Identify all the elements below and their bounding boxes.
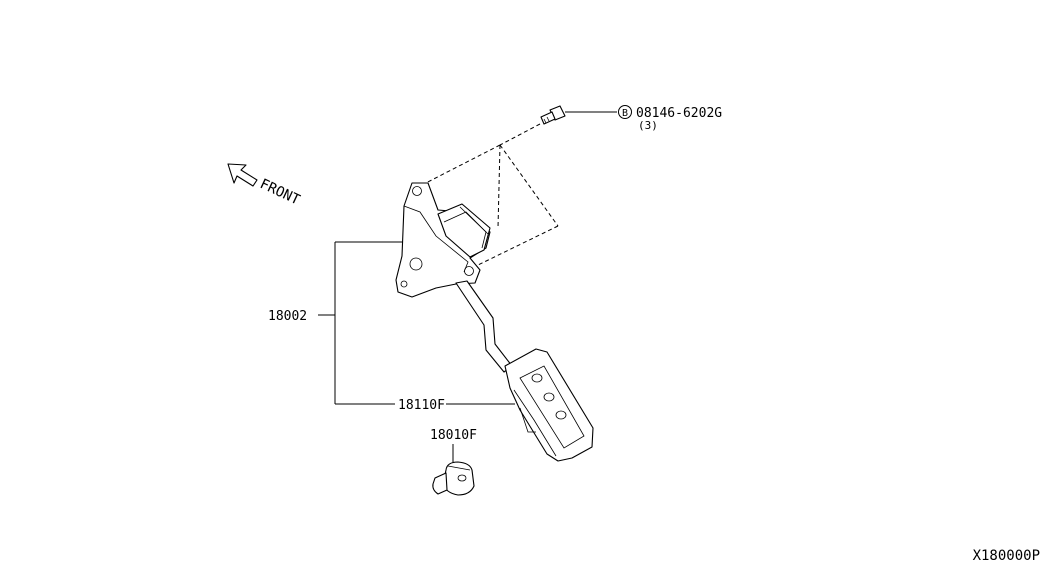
assembly-part-number: 18002 xyxy=(268,309,307,324)
diagram-id: X180000P xyxy=(973,548,1040,564)
stopper-part: 18010F xyxy=(430,428,477,496)
pedal-pad xyxy=(504,348,594,462)
bolt-symbol-circle xyxy=(618,105,632,119)
stopper-part-number: 18010F xyxy=(430,428,477,443)
accelerator-pedal-assembly xyxy=(395,182,594,462)
bolt-symbol: B xyxy=(622,108,628,119)
callout-assembly: 18002 xyxy=(268,241,402,405)
pedal-arm-part-number: 18110F xyxy=(398,398,445,413)
bolt-part-number: 08146-6202G xyxy=(636,106,722,121)
pedal-arm xyxy=(455,280,513,373)
front-label: FRONT xyxy=(257,176,302,209)
sensor-connector xyxy=(437,203,491,258)
callout-pedal-arm: 18110F xyxy=(398,398,515,413)
front-direction-indicator: FRONT xyxy=(227,163,303,209)
mounting-guide-lines xyxy=(419,123,559,266)
front-arrow-icon xyxy=(227,163,258,187)
bolt-part: B 08146-6202G (3) xyxy=(540,105,722,132)
bolt-quantity: (3) xyxy=(638,119,658,132)
